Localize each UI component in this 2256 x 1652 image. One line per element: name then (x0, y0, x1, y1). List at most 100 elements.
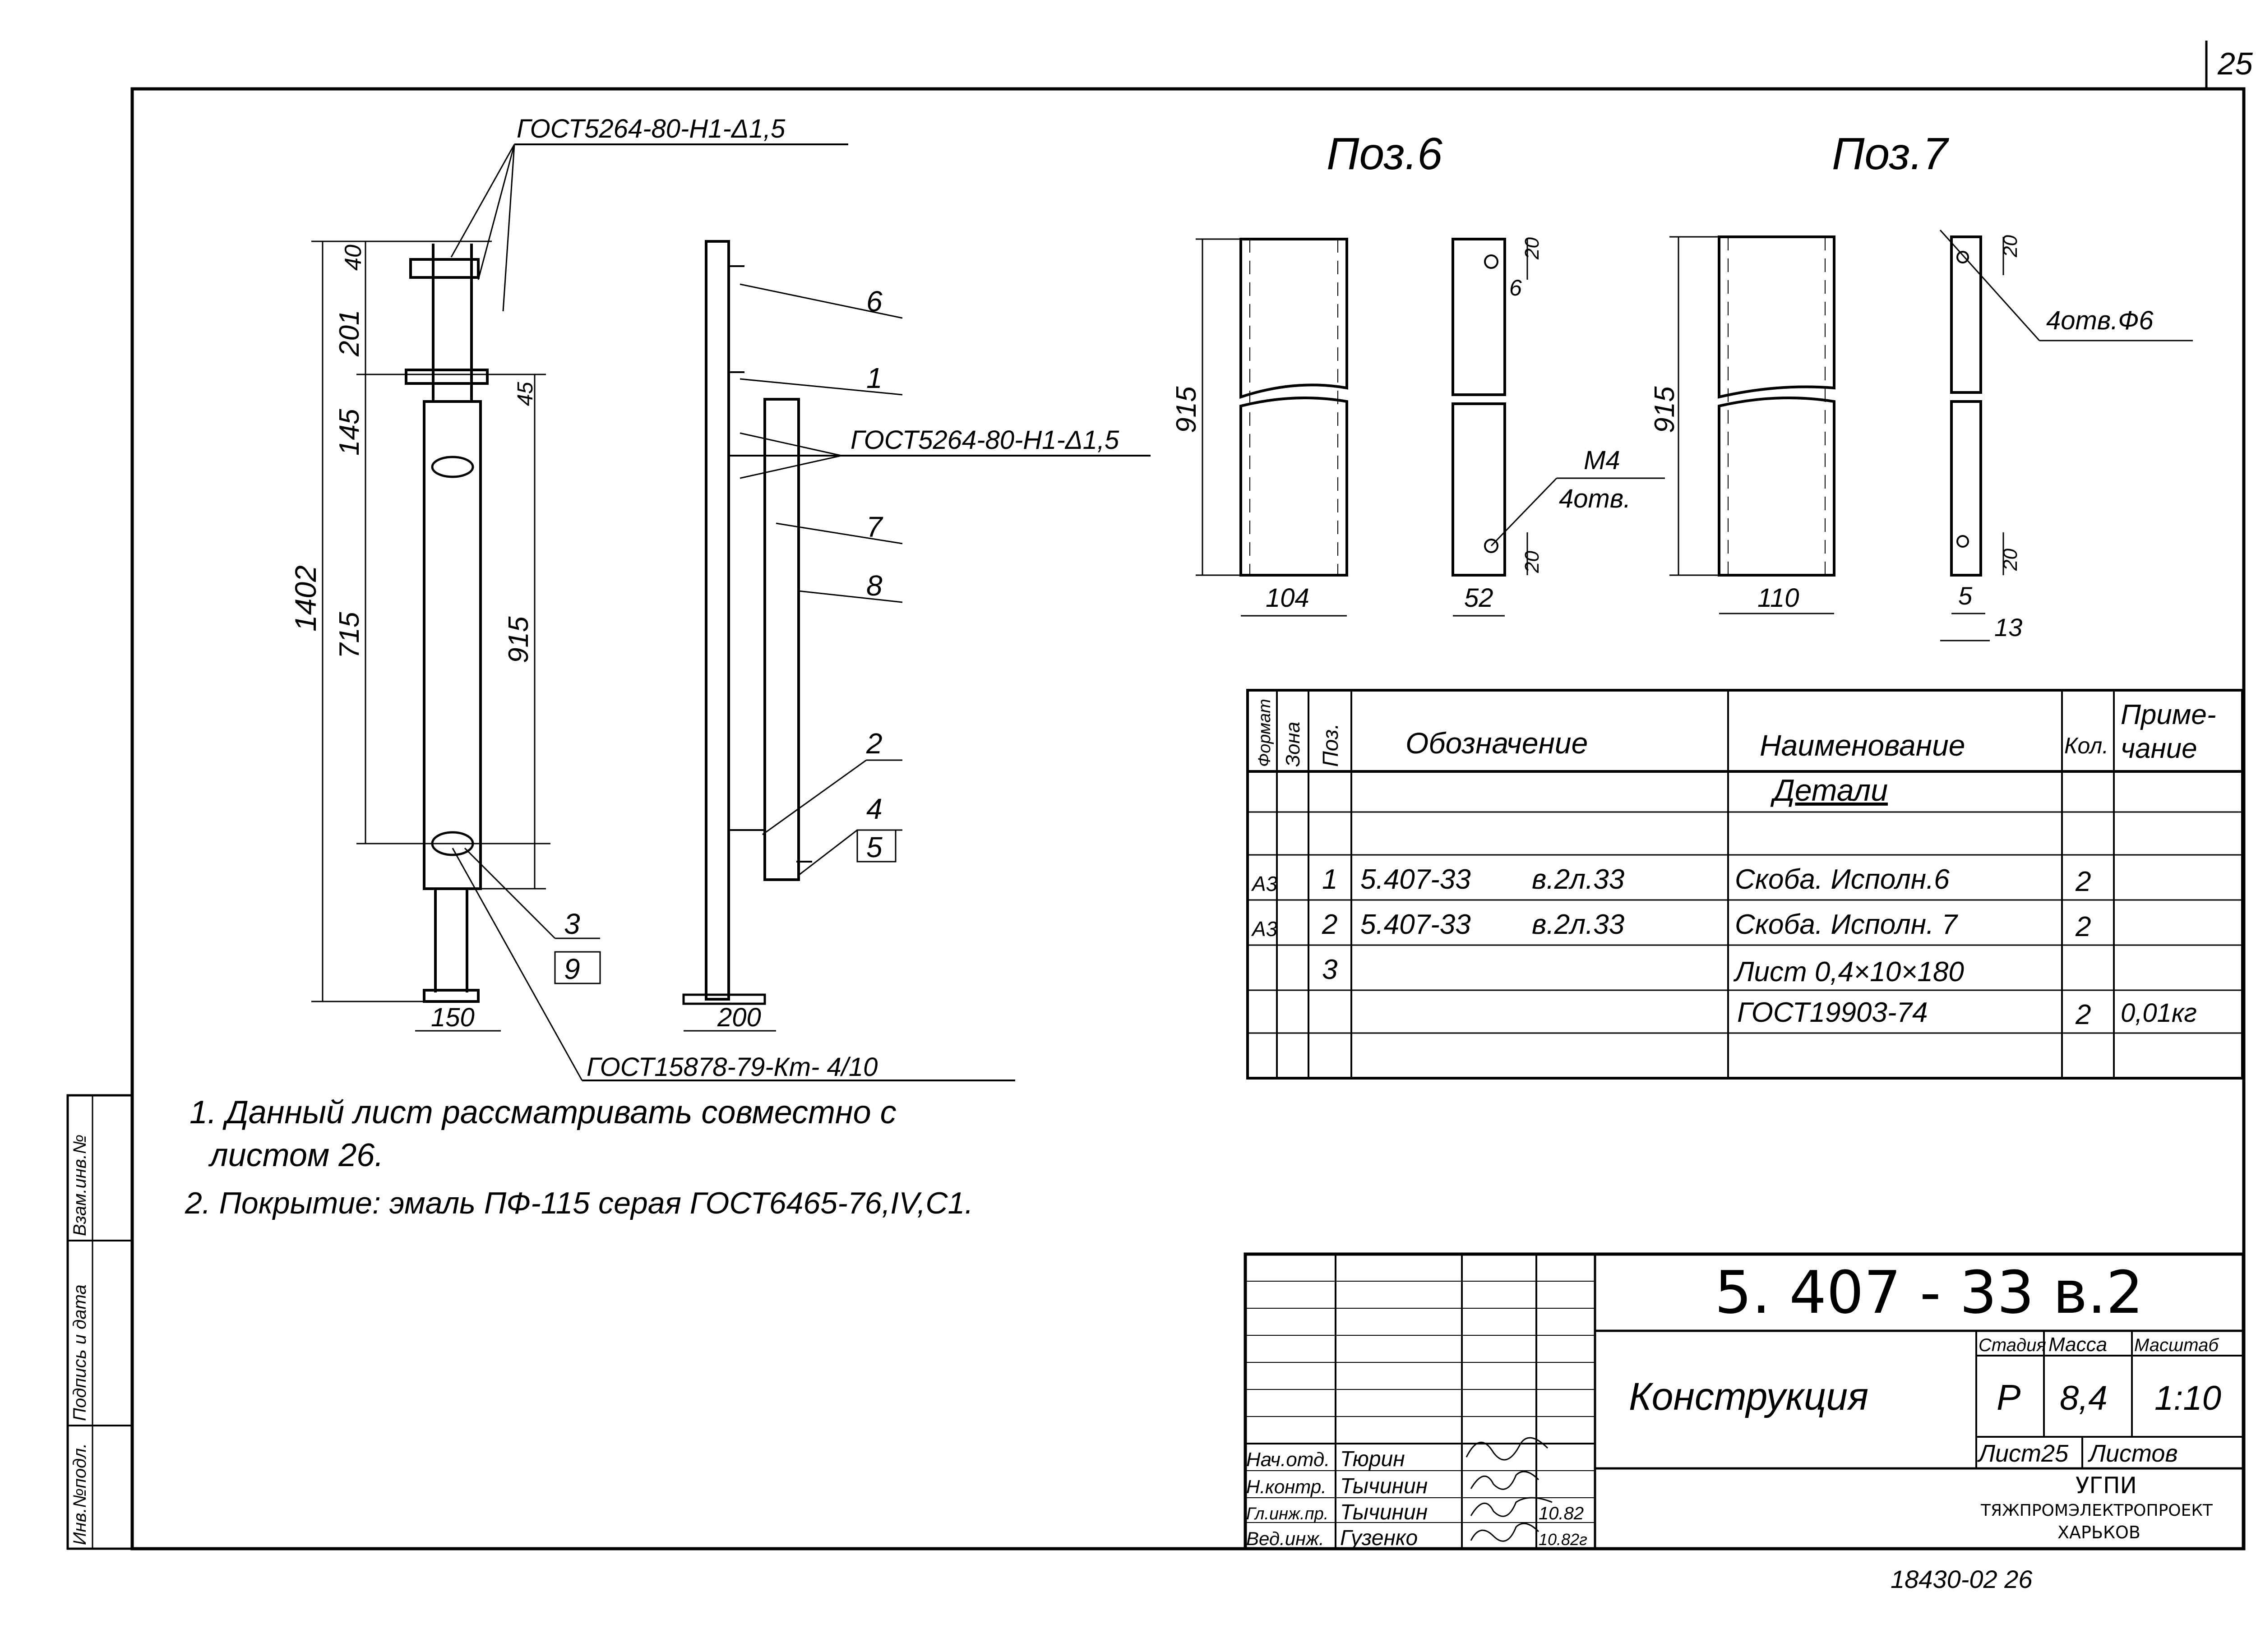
dim-201: 201 (334, 310, 365, 357)
position-2: 2 (866, 727, 883, 760)
mass-value: 8,4 (2060, 1379, 2108, 1417)
dim-45: 45 (513, 382, 537, 406)
spec-header-qty: Кол. (2064, 733, 2108, 758)
org-line-3: ХАРЬКОВ (2057, 1523, 2140, 1542)
person-3-name: Тычинин (1340, 1500, 1428, 1524)
spec-header-name: Наименование (1760, 729, 1965, 762)
stage-value: Р (1997, 1377, 2020, 1417)
row2-format: А3 (1251, 917, 1278, 941)
spec-row-1: А3 1 5.407-33 в.2л.33 Скоба. Исполн.6 2 (1251, 864, 2091, 897)
stamp-inv: Инв.№подл. (70, 1443, 90, 1545)
row1-designation: 5.407-33 (1360, 864, 1471, 895)
pos7-title: Поз.7 (1832, 129, 1949, 179)
row2-qty: 2 (2075, 911, 2091, 942)
stage-label: Стадия (1979, 1335, 2046, 1355)
spec-header-note-2: чание (2121, 733, 2197, 764)
pos7-dim-20-top: 20 (1999, 235, 2021, 258)
position-5: 5 (866, 831, 883, 863)
pos6-holes: 4отв. (1559, 484, 1631, 513)
pos6-dim-20-top: 20 (1521, 237, 1543, 260)
person-1-name: Тюрин (1340, 1447, 1405, 1471)
row1-qty: 2 (2075, 866, 2091, 897)
position-8: 8 (866, 569, 883, 602)
pos6-dim-915: 915 (1171, 386, 1202, 433)
side-view (464, 240, 1151, 1032)
dim-150: 150 (431, 1003, 475, 1032)
row1-sheet: в.2л.33 (1532, 864, 1624, 895)
row4-note: 0,01кг (2121, 998, 2197, 1028)
person-3-date: 10.82 (1539, 1504, 1584, 1523)
pos7-dim-20-bottom: 20 (1999, 549, 2021, 571)
pos7-dim-110: 110 (1757, 583, 1799, 613)
row4-qty: 2 (2075, 999, 2091, 1030)
spec-section-details: Детали (1770, 773, 1888, 808)
side-stamp: Инв.№подл. Подпись и дата Взам.инв.№ (66, 1094, 134, 1550)
dim-200: 200 (717, 1003, 761, 1032)
stamp-replace: Взам.инв.№ (70, 1135, 90, 1236)
spec-header-pos: Поз. (1319, 723, 1343, 767)
weld-callout-top: ГОСТ5264-80-Н1-Δ1,5 (517, 114, 786, 143)
dim-145: 145 (334, 409, 365, 456)
mass-label: Масса (2048, 1334, 2107, 1356)
note-1-cont: листом 26. (208, 1137, 384, 1173)
sheet-label: Лист25 (1977, 1440, 2069, 1467)
row3-name: Лист 0,4×10×180 (1733, 956, 1964, 988)
person-2-role: Н.контр. (1246, 1476, 1327, 1497)
front-view (311, 143, 1015, 1081)
position-1: 1 (866, 362, 883, 394)
scale-value: 1:10 (2154, 1379, 2221, 1417)
row1-name: Скоба. Исполн.6 (1735, 864, 1950, 895)
row2-name: Скоба. Исполн. 7 (1735, 909, 1958, 940)
person-4-name: Гузенко (1340, 1526, 1418, 1550)
row2-sheet: в.2л.33 (1532, 909, 1624, 940)
person-4-role: Вед.инж. (1246, 1528, 1324, 1549)
pos7-holes: 4отв.Ф6 (2046, 306, 2154, 335)
position-6: 6 (866, 285, 883, 318)
title-name: Конструкция (1629, 1375, 1868, 1418)
bottom-note: 18430-02 26 (1891, 1565, 2033, 1593)
spec-row-2: А3 2 5.407-33 в.2л.33 Скоба. Исполн. 7 2 (1251, 909, 2091, 942)
pos7-dim-5: 5 (1958, 581, 1973, 610)
pos6-thread-m4: М4 (1584, 446, 1620, 475)
pos6-detail (1196, 238, 1665, 617)
org-line-2: ТЯЖПРОМЭЛЕКТРОПРОЕКТ (1980, 1501, 2213, 1520)
spec-header-designation: Обозначение (1405, 726, 1588, 760)
dim-40: 40 (340, 245, 366, 271)
stamp-signature: Подпись и дата (70, 1284, 90, 1421)
row2-pos: 2 (1322, 909, 1337, 940)
sheet-number: 25 (2217, 46, 2253, 81)
spec-table (1246, 689, 2244, 1080)
person-3-role: Гл.инж.пр. (1246, 1504, 1328, 1523)
pos6-title: Поз.6 (1327, 129, 1442, 179)
rivet-callout: ГОСТ15878-79-Кт- 4/10 (587, 1052, 878, 1082)
scale-label: Масштаб (2134, 1335, 2219, 1355)
person-1-role: Нач.отд. (1246, 1449, 1330, 1471)
pos7-dim-915: 915 (1649, 386, 1680, 433)
dim-915-front: 915 (503, 616, 534, 663)
title-block (1244, 1252, 2245, 1550)
title-code: 5. 407 - 33 в.2 (1715, 1258, 2143, 1327)
note-1: 1. Данный лист рассматривать совместно с (190, 1094, 897, 1131)
person-2-name: Тычинин (1340, 1474, 1428, 1498)
person-4-date: 10.82г (1539, 1530, 1587, 1549)
spec-header-format: Формат (1255, 699, 1274, 767)
pos6-dim-20-bottom: 20 (1521, 551, 1543, 573)
pos6-dim-52: 52 (1464, 583, 1493, 613)
org-line-1: УГПИ (2076, 1472, 2137, 1499)
pos7-detail (1669, 229, 2193, 641)
position-7: 7 (866, 511, 883, 543)
dim-1402: 1402 (289, 565, 322, 632)
row3-pos: 3 (1322, 954, 1337, 985)
pos7-dim-13: 13 (1994, 613, 2022, 641)
note-2: 2. Покрытие: эмаль ПФ-115 серая ГОСТ6465… (185, 1186, 973, 1220)
pos6-dim-104: 104 (1266, 583, 1309, 613)
row2-designation: 5.407-33 (1360, 909, 1471, 940)
spec-header-note-1: Приме- (2121, 699, 2216, 730)
row1-format: А3 (1251, 872, 1278, 895)
weld-callout-side: ГОСТ5264-80-Н1-Δ1,5 (851, 425, 1119, 455)
row1-pos: 1 (1322, 864, 1337, 895)
spec-row-4: ГОСТ19903-74 2 0,01кг (1737, 997, 2197, 1030)
pos6-dim-6: 6 (1509, 275, 1522, 300)
dim-715: 715 (334, 612, 365, 659)
